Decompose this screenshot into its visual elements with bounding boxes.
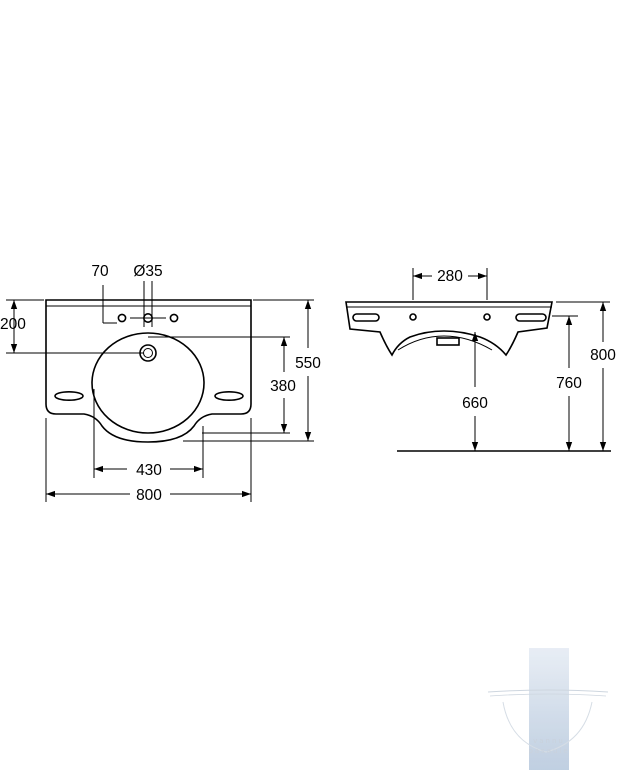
waste-outlet: [436, 337, 460, 346]
bowl: [91, 332, 205, 434]
svg-text:pasaule: pasaule: [528, 747, 569, 755]
underside-curve: [397, 335, 493, 351]
side-hole-right: [483, 313, 491, 321]
tap-hole-right: [169, 313, 179, 323]
dim-bowl-depth: 380: [270, 378, 296, 395]
dim-height-to-rim: 760: [556, 375, 582, 392]
side-slot-right: [515, 313, 547, 322]
side-hole-left: [409, 313, 417, 321]
dim-bowl-width: 430: [136, 462, 162, 479]
watermark-logo: vannu pasaule: [487, 648, 609, 770]
dim-height-to-underside: 660: [462, 395, 488, 412]
side-slot-left: [352, 313, 380, 322]
dim-tap-hole-diameter: Ø35: [133, 263, 162, 280]
tap-hole-left: [117, 313, 127, 323]
dim-height-to-drain: 200: [0, 316, 26, 333]
dim-tap-offset: 70: [91, 263, 109, 280]
slot-left: [54, 390, 84, 401]
svg-text:vannu: vannu: [533, 737, 565, 745]
dim-overall-width: 800: [136, 487, 162, 504]
front-view: [45, 299, 252, 443]
front-dimensions: [6, 281, 314, 502]
dim-tap-spacing: 280: [437, 268, 463, 285]
side-view: [345, 301, 553, 357]
side-dimensions: [412, 268, 610, 451]
basin-side-profile: [345, 301, 553, 357]
dim-depth: 550: [295, 355, 321, 372]
dim-overall-height: 800: [590, 347, 616, 364]
slot-right: [214, 390, 244, 401]
